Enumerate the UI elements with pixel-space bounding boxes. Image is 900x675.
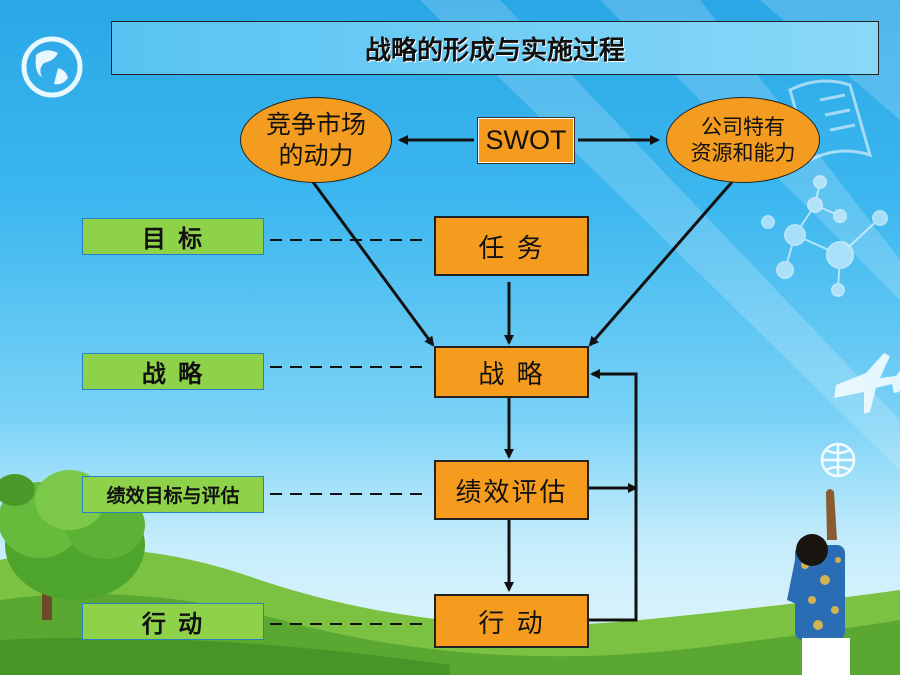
market-forces-line1: 竞争市场 — [265, 109, 366, 139]
company-resources-line2: 资源和能力 — [690, 141, 796, 165]
goal-label: 目 标 — [82, 218, 264, 255]
arrow-right-oval-to-strategy — [588, 181, 734, 347]
strategy-box: 战 略 — [434, 346, 589, 398]
market-forces-oval: 竞争市场 的动力 — [240, 97, 392, 183]
globe-logo-icon — [21, 36, 83, 98]
small-globe-icon — [820, 442, 856, 478]
boy-figure — [787, 489, 850, 675]
feedback-loop-line — [588, 369, 638, 622]
performance-goal-label: 绩效目标与评估 — [82, 476, 264, 513]
swot-box: SWOT — [477, 117, 575, 164]
molecule-decoration — [761, 175, 888, 297]
company-resources-oval: 公司特有 资源和能力 — [666, 97, 820, 183]
page-title: 战略的形成与实施过程 — [111, 21, 879, 75]
task-box: 任 务 — [434, 216, 589, 276]
action-box: 行 动 — [434, 594, 589, 648]
arrow-left-oval-to-strategy — [311, 181, 435, 347]
market-forces-line2: 的动力 — [278, 141, 354, 170]
strategy-label: 战 略 — [82, 353, 264, 390]
evaluation-box: 绩效评估 — [434, 460, 589, 520]
book-outline-icon — [788, 79, 873, 163]
action-label: 行 动 — [82, 603, 264, 640]
company-resources-line1: 公司特有 — [701, 114, 785, 139]
airplane-icon — [834, 353, 900, 414]
